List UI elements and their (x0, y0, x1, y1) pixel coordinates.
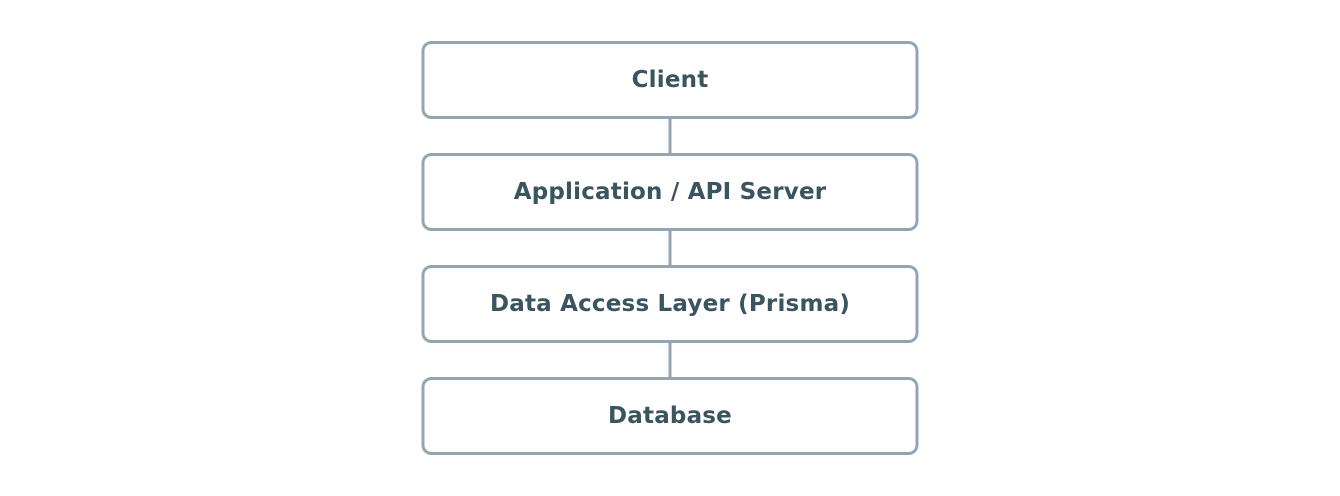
node-application-api-server: Application / API Server (421, 153, 919, 231)
node-client-label: Client (631, 67, 709, 93)
node-data-access-layer-label: Data Access Layer (Prisma) (489, 291, 851, 317)
node-application-api-server-label: Application / API Server (513, 179, 827, 205)
connector-dal-to-database (668, 343, 672, 377)
node-database-label: Database (607, 403, 732, 429)
flowchart-stack: Client Application / API Server Data Acc… (421, 41, 919, 455)
node-client: Client (421, 41, 919, 119)
connector-app-to-dal (668, 231, 672, 265)
connector-client-to-app (668, 119, 672, 153)
node-data-access-layer: Data Access Layer (Prisma) (421, 265, 919, 343)
node-database: Database (421, 377, 919, 455)
